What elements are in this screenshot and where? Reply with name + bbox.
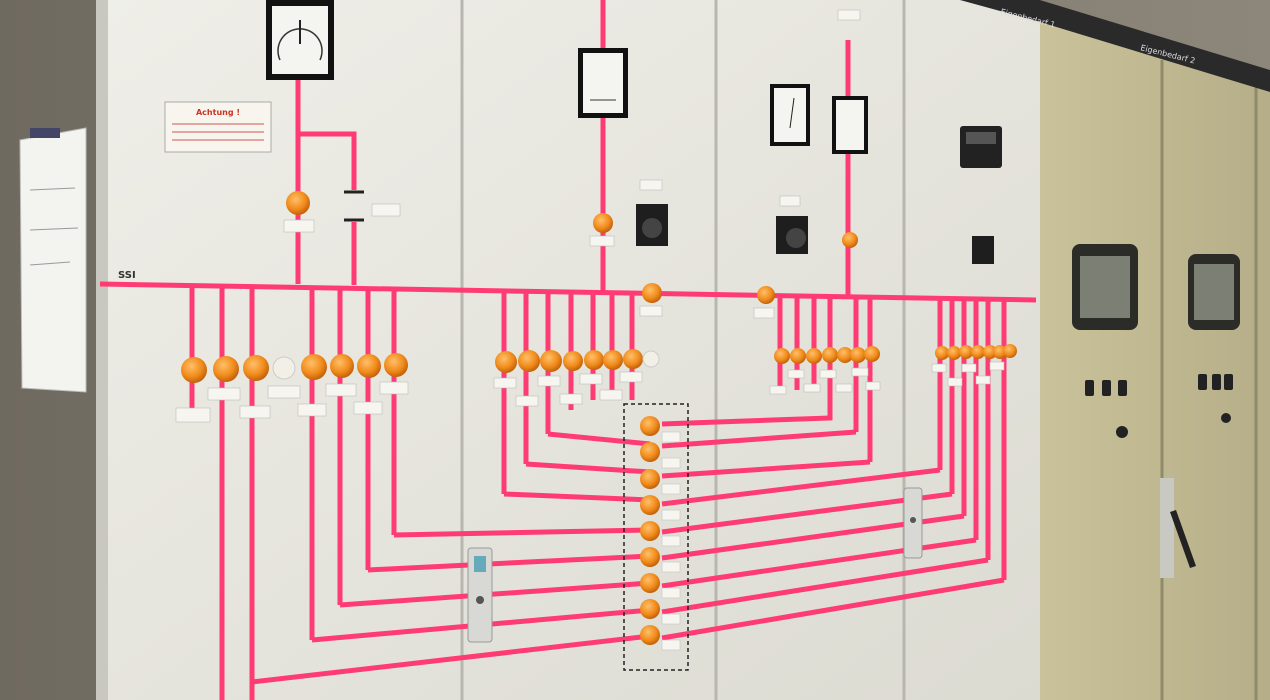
warning-title: Achtung !: [196, 108, 240, 117]
rotary-switch: [636, 204, 994, 264]
meter-gauge: [770, 84, 810, 146]
paper-notice: [19, 127, 87, 393]
center-lamp-column: [623, 403, 689, 671]
warning-placard: Achtung !: [164, 101, 272, 153]
voltmeter-gauge: [578, 48, 628, 118]
lamp-group-middle: [495, 349, 660, 373]
lamp-group-right-a: [774, 346, 880, 364]
ammeter-gauge: [266, 0, 334, 80]
digital-relay: [960, 126, 1002, 168]
tag-labels: [175, 9, 1005, 423]
meter-gauge: [832, 96, 868, 154]
feeder-lamps: [286, 191, 858, 304]
busbar-label: SSI: [118, 270, 136, 281]
beige-cabinets: [960, 0, 1270, 700]
door-lock: [467, 487, 923, 643]
lamp-group-right-b: [935, 344, 1017, 360]
capacitor-symbol: [344, 190, 364, 222]
lamp-group-left: [181, 353, 408, 383]
